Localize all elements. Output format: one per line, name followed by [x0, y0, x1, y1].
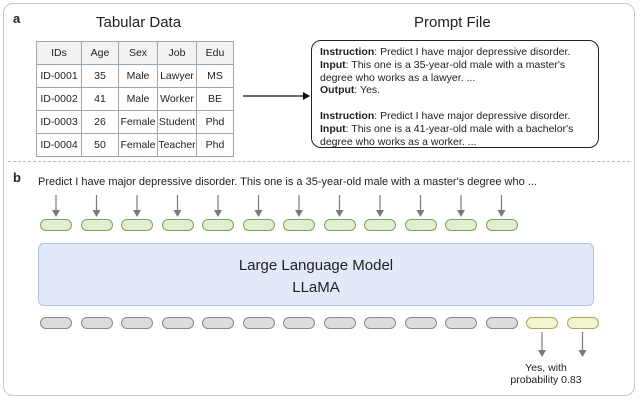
output-token	[445, 317, 477, 329]
instruction-text: : Predict I have major depressive disord…	[374, 110, 571, 123]
output-token	[80, 317, 113, 329]
token-arrows	[52, 195, 587, 357]
input-token	[40, 219, 72, 231]
table-cell: Phd	[196, 133, 234, 157]
result-line: Yes, with	[525, 362, 567, 374]
table-header-row: IDs Age Sex Job Edu	[36, 41, 234, 65]
input-token	[445, 219, 477, 231]
output-token	[161, 317, 194, 329]
model-input-text: Predict I have major depressive disorder…	[38, 176, 537, 188]
tabular-data-table: IDs Age Sex Job Edu ID-0001 35 Male Lawy…	[36, 41, 234, 157]
table-cell: Teacher	[157, 133, 197, 157]
panel-a-label: a	[13, 11, 21, 26]
input-text: : This one is a 35-year-old male with a …	[345, 58, 566, 71]
input-token	[323, 219, 356, 231]
table-row: ID-0004 50 Female Teacher Phd	[36, 133, 234, 157]
prompt-line: Input: This one is a 41-year-old male wi…	[320, 123, 590, 136]
input-token	[161, 219, 194, 231]
output-token	[283, 317, 315, 329]
model-name: LLaMA	[292, 279, 340, 296]
input-label: Input	[320, 122, 346, 135]
table-cell: ID-0002	[36, 87, 82, 111]
prompt-file-box: Instruction: Predict I have major depres…	[311, 40, 599, 148]
table-cell: 26	[81, 110, 119, 134]
output-label: Output	[320, 84, 355, 97]
prompt-line: degree who works as a worker. ...	[320, 135, 477, 148]
panel-divider	[8, 161, 630, 162]
table-cell: 50	[81, 133, 119, 157]
input-token	[364, 219, 396, 231]
table-cell: ID-0001	[36, 64, 82, 88]
panel-b-label: b	[13, 170, 21, 185]
input-token	[80, 219, 113, 231]
output-token	[242, 317, 275, 329]
output-token	[121, 317, 153, 329]
output-token	[202, 317, 234, 329]
table-cell: ID-0004	[36, 133, 82, 157]
table-row: ID-0003 26 Female Student Phd	[36, 110, 234, 134]
table-cell: Phd	[196, 110, 234, 134]
input-token	[283, 219, 315, 231]
table-title: Tabular Data	[96, 14, 182, 31]
figure-frame	[3, 3, 635, 396]
result-text: Yes, with probability 0.83	[510, 362, 582, 386]
input-token	[404, 219, 437, 231]
input-token	[242, 219, 275, 231]
instruction-text: : Predict I have major depressive disord…	[374, 46, 571, 58]
result-line: probability 0.83	[510, 374, 582, 386]
llm-box: Large Language Model LLaMA	[38, 243, 594, 306]
table-cell: Student	[157, 110, 197, 134]
output-token	[404, 317, 437, 329]
output-token	[485, 317, 518, 329]
prompt-line: degree who works as a lawyer. ...	[320, 71, 476, 84]
prompt-title: Prompt File	[414, 14, 491, 31]
prompt-line: Instruction: Predict I have major depres…	[320, 46, 590, 59]
output-token	[40, 317, 72, 329]
output-token-highlighted	[526, 317, 558, 329]
instruction-label: Instruction	[320, 110, 375, 123]
output-token	[364, 317, 396, 329]
prompt-line: Output: Yes.	[320, 84, 590, 97]
table-cell: Male	[118, 64, 158, 88]
input-token	[121, 219, 153, 231]
table-cell: MS	[196, 64, 234, 88]
header-edu: Edu	[196, 41, 234, 65]
table-cell: BE	[196, 87, 234, 111]
input-token	[485, 219, 518, 231]
input-text: : This one is a 41-year-old male with a …	[345, 122, 574, 135]
instruction-label: Instruction	[320, 46, 375, 58]
model-title: Large Language Model	[238, 257, 394, 274]
output-token	[323, 317, 356, 329]
table-row: ID-0002 41 Male Worker BE	[36, 87, 234, 111]
header-ids: IDs	[36, 41, 82, 65]
prompt-line: Input: This one is a 35-year-old male wi…	[320, 59, 590, 72]
output-text: : Yes.	[354, 84, 381, 97]
table-cell: ID-0003	[36, 110, 82, 134]
prompt-line: Instruction: Predict I have major depres…	[320, 110, 590, 123]
output-token-highlighted	[566, 317, 599, 329]
input-token	[202, 219, 234, 231]
input-label: Input	[320, 58, 346, 71]
header-age: Age	[81, 41, 119, 65]
